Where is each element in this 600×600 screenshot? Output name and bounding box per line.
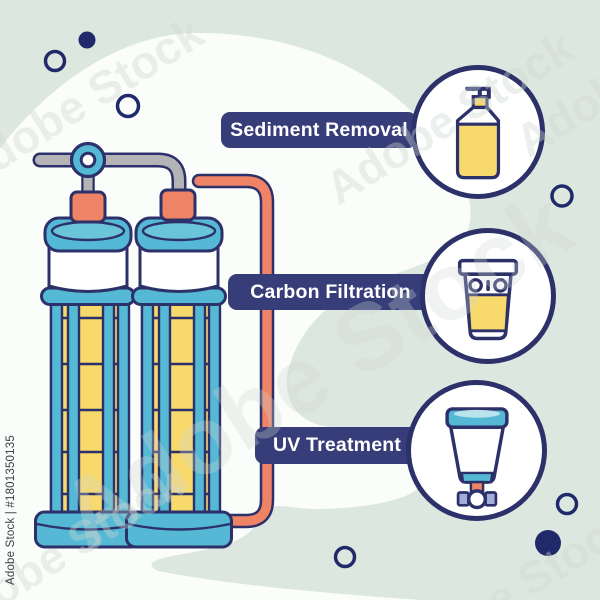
decor-ring [115, 93, 141, 119]
decor-dot [535, 530, 561, 556]
stage-circle-uv [406, 380, 547, 521]
valve-wheel [69, 141, 107, 179]
filter-cup-icon [457, 258, 519, 341]
decor-ring [333, 545, 357, 569]
decor-dots [43, 31, 579, 569]
stage-label: Sediment Removal [230, 118, 408, 141]
decor-ring [550, 184, 574, 208]
decor-dot [78, 31, 96, 49]
label-uv-treatment: UV Treatment [255, 427, 419, 464]
cylinder1-connector [69, 190, 107, 224]
stage-label: UV Treatment [272, 434, 402, 456]
decor-ring [43, 49, 67, 73]
inlet-pipe [32, 152, 187, 206]
label-sediment-removal: Sediment Removal [221, 112, 417, 148]
label-carbon-filtration: Carbon Filtration [228, 274, 433, 310]
filter-cylinder-2 [125, 216, 233, 549]
uv-cartridge-icon [444, 406, 509, 509]
outlet-pipe [191, 173, 275, 529]
stage-circle-carbon [420, 228, 556, 364]
stage-label: Carbon Filtration [250, 280, 411, 303]
filter-cylinder-1 [34, 216, 142, 549]
decor-ring [555, 492, 579, 516]
stage-circle-sediment [411, 65, 545, 199]
cylinder2-connector [159, 188, 197, 222]
pump-bottle-icon [455, 86, 501, 180]
